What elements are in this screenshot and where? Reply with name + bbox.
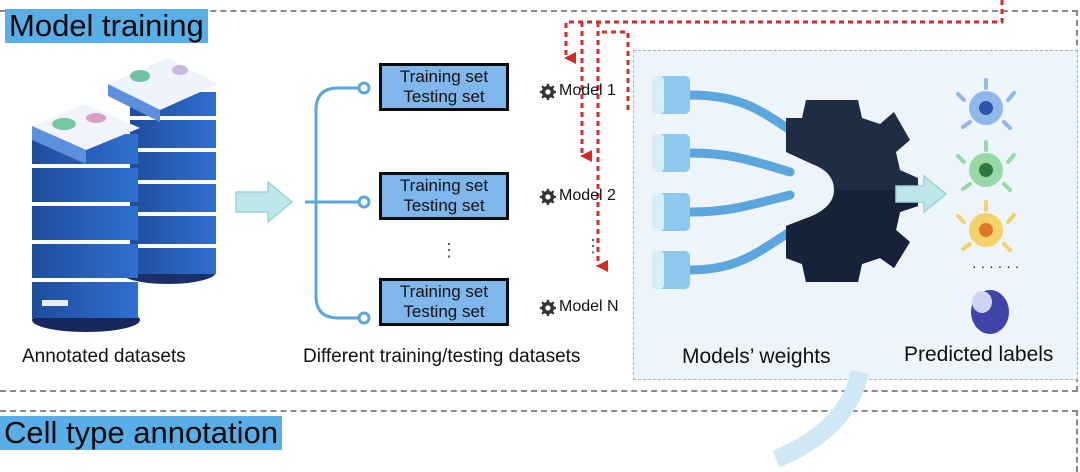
model-n-label: Model N bbox=[538, 298, 619, 317]
server-stack-back bbox=[108, 58, 218, 284]
diagram-graphics bbox=[32, 0, 1016, 468]
gear-icon bbox=[539, 299, 557, 317]
cell-blue-icon bbox=[956, 78, 1016, 130]
testing-set-label: Testing set bbox=[403, 196, 485, 215]
predicted-cell-icons bbox=[956, 78, 1016, 334]
cell-purple-icon bbox=[971, 290, 1009, 334]
dataset-box-1: Training set Testing set bbox=[379, 63, 509, 111]
server-stack-icon bbox=[32, 58, 218, 332]
testing-set-label: Testing set bbox=[403, 302, 485, 321]
flow-arrow-icon-1 bbox=[235, 180, 294, 224]
more-cells-dots: · · · · · · bbox=[972, 258, 1020, 274]
models-weights-caption: Models’ weights bbox=[682, 345, 831, 368]
dataset-box-2: Training set Testing set bbox=[379, 172, 509, 220]
model-1-text: Model 1 bbox=[559, 82, 616, 99]
dataset-box-n: Training set Testing set bbox=[379, 278, 509, 326]
training-set-label: Training set bbox=[399, 67, 489, 86]
training-set-label: Training set bbox=[399, 282, 489, 301]
model-2-label: Model 2 bbox=[538, 187, 616, 206]
model-weights-icon bbox=[652, 76, 918, 289]
model-2-text: Model 2 bbox=[559, 187, 616, 204]
cell-annotation-frame bbox=[0, 410, 1078, 472]
model-n-text: Model N bbox=[559, 298, 619, 315]
curved-arrow-icon bbox=[772, 369, 869, 468]
section-title-model-training: Model training bbox=[5, 9, 208, 43]
different-datasets-caption: Different training/testing datasets bbox=[303, 346, 581, 367]
predicted-labels-caption: Predicted labels bbox=[904, 343, 1054, 366]
red-dashed-arrows bbox=[564, 0, 1004, 272]
gear-icon bbox=[786, 100, 918, 282]
dataset-branch-bracket bbox=[305, 81, 371, 325]
training-set-label: Training set bbox=[399, 176, 489, 195]
cell-green-icon bbox=[956, 140, 1016, 192]
ellipsis-boxes: ⋮ bbox=[440, 240, 458, 260]
gear-icon bbox=[539, 188, 557, 206]
gear-icon bbox=[539, 83, 557, 101]
cell-yellow-icon bbox=[956, 200, 1016, 252]
annotated-datasets-caption: Annotated datasets bbox=[22, 346, 186, 367]
flow-arrow-icon-2 bbox=[895, 174, 948, 214]
ellipsis-models: ⋮ bbox=[584, 236, 602, 256]
testing-set-label: Testing set bbox=[403, 87, 485, 106]
section-title-cell-type-annotation: Cell type annotation bbox=[0, 416, 283, 450]
server-stack-front bbox=[32, 104, 140, 332]
model-1-label: Model 1 bbox=[538, 82, 616, 101]
